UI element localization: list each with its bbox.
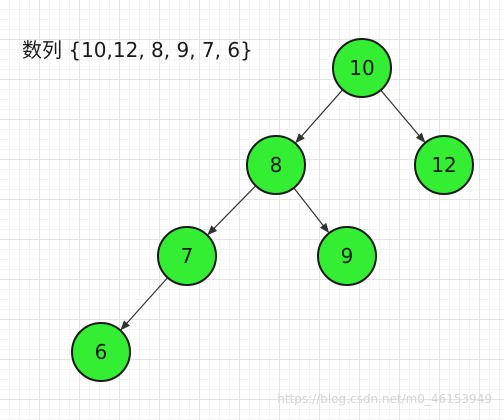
edge-n10-n12 — [380, 89, 426, 143]
edge-n10-n8 — [295, 89, 344, 144]
edges-layer — [120, 89, 426, 331]
node-circle — [414, 135, 474, 195]
edge-n7-n6 — [120, 277, 169, 331]
tree-node-6: 6 — [71, 322, 131, 382]
node-circle — [71, 322, 131, 382]
node-label: 8 — [270, 153, 283, 177]
tree-node-12: 12 — [414, 135, 474, 195]
watermark: https://blog.csdn.net/m0_46153949 — [277, 392, 492, 406]
node-label: 10 — [349, 56, 374, 80]
node-label: 12 — [431, 153, 456, 177]
node-label: 7 — [181, 244, 194, 268]
node-circle — [332, 38, 392, 98]
tree-node-9: 9 — [317, 226, 377, 286]
node-circle — [317, 226, 377, 286]
nodes-layer: 10 8 12 7 9 6 — [71, 38, 474, 382]
node-label: 9 — [341, 244, 354, 268]
tree-node-8: 8 — [246, 135, 306, 195]
node-label: 6 — [95, 340, 108, 364]
tree-node-7: 7 — [157, 226, 217, 286]
edge-n8-n7 — [207, 185, 257, 236]
sequence-caption: 数列 {10,12, 8, 9, 7, 6} — [22, 38, 253, 62]
tree-node-10: 10 — [332, 38, 392, 98]
edge-n8-n9 — [293, 187, 330, 234]
node-circle — [246, 135, 306, 195]
node-circle — [157, 226, 217, 286]
